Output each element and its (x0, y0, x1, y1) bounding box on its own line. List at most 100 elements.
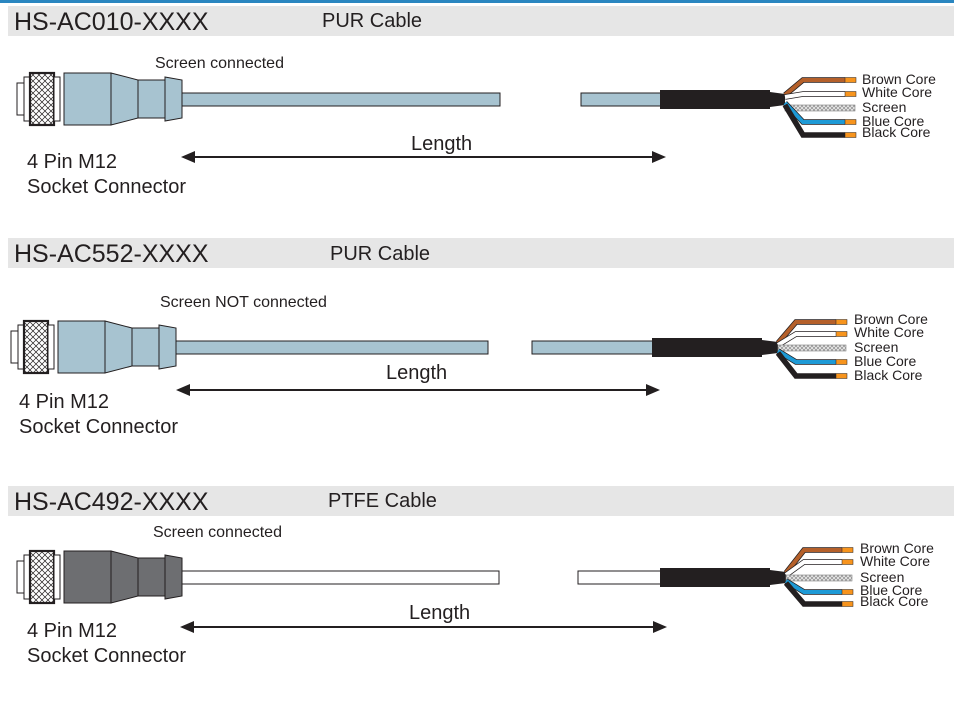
screen-note: Screen connected (155, 55, 284, 72)
length-label: Length (411, 133, 473, 155)
brown-core-tip (841, 547, 854, 553)
brown-core (784, 548, 842, 575)
connector-label-line2: Socket Connector (27, 176, 186, 198)
cable-drawing (10, 319, 848, 396)
core-label-blue: Blue Core (862, 113, 925, 129)
cable-type: PTFE Cable (328, 490, 437, 512)
core-label-black: Black Core (862, 124, 931, 140)
knurled-nut (28, 549, 56, 605)
core-label-brown: Brown Core (860, 540, 934, 556)
connector-label-line1: 4 Pin M12 (19, 391, 110, 413)
cable-segment-right (580, 92, 666, 107)
connector-body (57, 320, 106, 374)
connector-taper (110, 550, 139, 604)
connector-body (63, 550, 112, 604)
cable-sheath-end (770, 92, 785, 107)
core-label-white: White Core (854, 324, 925, 340)
length-arrow-right-head (646, 384, 660, 396)
cable-type: PUR Cable (322, 10, 423, 32)
cable-sheath-end (762, 340, 778, 355)
length-arrow-right-head (652, 151, 666, 163)
length-arrow-left-head (180, 621, 194, 633)
brown-core-tip (835, 319, 848, 325)
black-core (776, 351, 836, 378)
connector-taper (110, 72, 139, 126)
blue-core-tip (844, 119, 857, 125)
connector-taper (104, 320, 133, 374)
connector-boot (164, 76, 183, 122)
knurled-nut (22, 319, 50, 375)
blue-core (784, 579, 842, 594)
black-core-tip (844, 132, 857, 138)
cable-sheath (660, 90, 770, 109)
brown-core-tip (844, 77, 857, 83)
connector-ring (53, 76, 61, 122)
core-label-black: Black Core (854, 367, 923, 383)
cable-drawing (16, 547, 854, 633)
length-label: Length (409, 602, 471, 624)
section-header: HS-AC552-XXXX PUR Cable (8, 238, 954, 268)
connector-sleeve (131, 327, 160, 367)
section-header: HS-AC010-XXXX PUR Cable (8, 6, 954, 36)
black-core (784, 581, 842, 606)
length-arrow-right-head (653, 621, 667, 633)
cable-segment-left (175, 340, 489, 355)
white-core-tip (835, 331, 848, 337)
part-number: HS-AC552-XXXX (14, 240, 209, 268)
blue-core (776, 349, 836, 364)
cable-type: PUR Cable (330, 243, 431, 265)
connector-ring (47, 324, 55, 370)
core-label-blue: Blue Core (854, 353, 917, 369)
connector-label-line2: Socket Connector (19, 416, 178, 438)
white-core-tip (841, 559, 854, 565)
core-label-brown: Brown Core (862, 71, 936, 87)
screen-note: Screen NOT connected (160, 294, 327, 311)
screen-braid (777, 344, 847, 352)
blue-core-tip (835, 359, 848, 365)
length-arrow-left-head (181, 151, 195, 163)
cable-sheath-end (770, 570, 786, 585)
core-label-brown: Brown Core (854, 311, 928, 327)
connector-sleeve (137, 557, 166, 597)
cable-segment-right (577, 570, 666, 585)
length-label: Length (386, 362, 448, 384)
cable-section-hs-ac492: HS-AC492-XXXX PTFE Cable Screen connecte… (0, 486, 954, 716)
m12-socket-connector (16, 549, 183, 605)
core-label-black: Black Core (860, 593, 929, 609)
connector-boot (164, 554, 183, 600)
connector-boot (158, 324, 177, 370)
screen-note: Screen connected (153, 524, 282, 541)
white-core (784, 560, 842, 577)
cable-sheath (660, 568, 770, 587)
cable-drawing (16, 71, 857, 163)
connector-ring (53, 554, 61, 600)
connector-sleeve (137, 79, 166, 119)
core-label-screen: Screen (860, 569, 905, 585)
part-number: HS-AC492-XXXX (14, 488, 209, 516)
core-label-white: White Core (860, 553, 931, 569)
knurled-nut (28, 71, 56, 127)
connector-label-line1: 4 Pin M12 (27, 151, 118, 173)
core-label-screen: Screen (854, 339, 899, 355)
connector-body (63, 72, 112, 126)
cable-segment-left (181, 570, 500, 585)
core-label-white: White Core (862, 84, 933, 100)
length-arrow-left-head (176, 384, 190, 396)
white-core (776, 332, 836, 347)
black-core-tip (835, 373, 848, 379)
top-rule (0, 0, 954, 3)
cable-segment-right (531, 340, 658, 355)
blue-core-tip (841, 589, 854, 595)
part-number: HS-AC010-XXXX (14, 8, 209, 36)
connector-label-line1: 4 Pin M12 (27, 620, 118, 642)
core-label-blue: Blue Core (860, 582, 923, 598)
connector-label-line2: Socket Connector (27, 645, 186, 667)
white-core (784, 92, 845, 99)
core-label-screen: Screen (862, 99, 907, 115)
m12-socket-connector (10, 319, 177, 375)
cable-segment-left (181, 92, 501, 107)
screen-braid (785, 574, 853, 582)
black-core (783, 103, 845, 137)
section-header: HS-AC492-XXXX PTFE Cable (8, 486, 954, 516)
brown-core (776, 320, 836, 345)
